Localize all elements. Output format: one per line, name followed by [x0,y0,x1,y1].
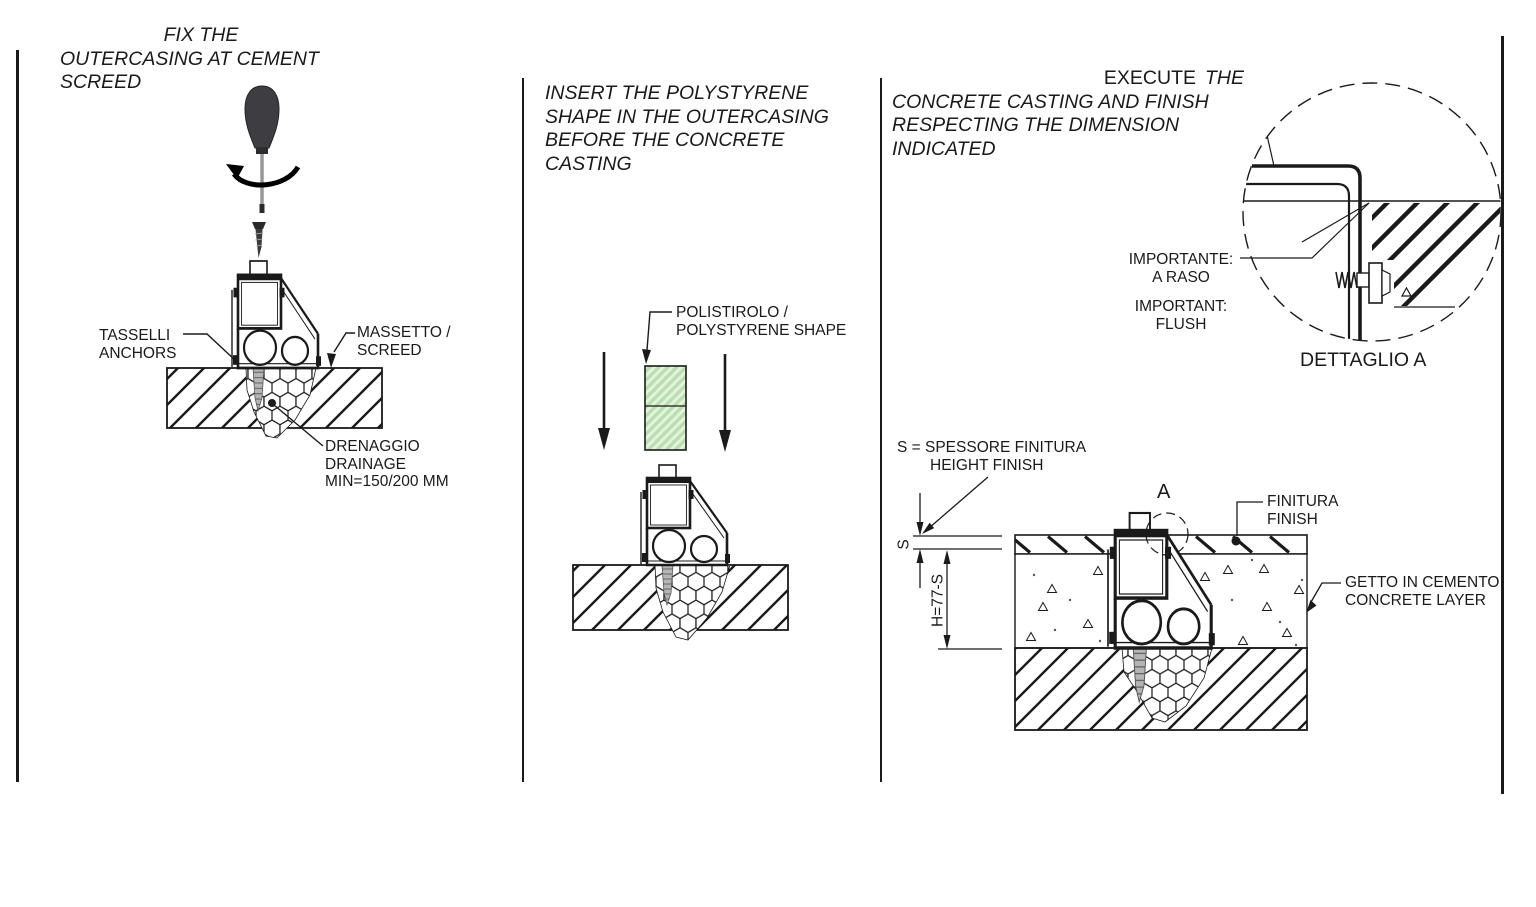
panel3-title-word2: THE [1205,67,1244,89]
sheet-right-border [1501,36,1504,794]
detail-screw-icon [1335,262,1391,304]
panel3-title-word1: EXECUTE [1103,67,1196,89]
polystyrene-block [644,365,687,451]
label-polystyrene: POLISTIROLO / POLYSTYRENE SHAPE [676,304,847,339]
panel-divider-2 [880,78,882,782]
label-screed: MASSETTO / SCREED [357,324,451,359]
flush-leader [1240,202,1370,259]
panel2-drawing [572,311,789,641]
panel1-title-line3: SCREED [60,71,142,93]
label-drainage: DRENAGGIO DRAINAGE MIN=150/200 MM [325,438,449,490]
detail-a-view [1240,82,1502,342]
drainage-gravel-1 [245,367,317,439]
panel1-title: FIX THE OUTERCASING AT CEMENT SCREED [60,24,342,95]
label-getto: GETTO IN CEMENTO CONCRETE LAYER [1345,574,1500,609]
panel1-leader-lines [183,332,355,447]
finitura-leader [1231,501,1263,546]
dimension-s [913,493,1002,588]
drainage-gravel-2 [654,564,731,641]
panel2-title: INSERT THE POLYSTYRENE SHAPE IN THE OUTE… [545,82,829,175]
dim-label-s: S [895,539,913,550]
screwdriver-icon [244,85,280,213]
concrete-triangle-marker [1400,286,1413,297]
label-finitura: FINITURA FINISH [1267,493,1339,528]
panel1-title-line2: OUTERCASING AT CEMENT [60,47,319,70]
rotate-arrow-icon [226,164,301,188]
detail-title: DETTAGLIO A [1300,349,1427,371]
label-spessore: S = SPESSORE FINITURA HEIGHT FINISH [897,439,1087,474]
insert-arrow-right [719,354,731,452]
polystyrene-leader [646,311,672,351]
label-importante: IMPORTANTE: A RASO [1128,251,1234,286]
getto-leader [1306,582,1341,613]
detail-marker-a: A [1157,481,1171,503]
detail-a-marker-circle [1145,512,1189,556]
concrete-texture [1025,563,1305,645]
panel1-drawing [166,85,383,447]
drain-unit-1 [230,259,323,370]
insert-arrow-left [598,352,610,450]
panel-divider-1 [522,78,524,782]
panel3-title-line1: EXECUTE THE [892,67,1244,91]
cross-section [913,476,1341,731]
spessore-leader [922,476,989,534]
concrete-dots [1032,558,1304,647]
sheet-left-border [16,50,19,782]
drainage-leader-dot [268,399,276,407]
label-anchors: TASSELLI ANCHORS [99,327,177,362]
screed-leader-arrow [327,353,336,368]
detail-hatch-wedge [1372,203,1500,306]
screw-icon [252,222,266,258]
dim-label-h: H=77-S [929,574,947,627]
dimension-h [938,550,1002,650]
drain-unit-2 [639,463,732,567]
label-important: IMPORTANT: FLUSH [1134,298,1228,333]
panel1-title-line1: FIX THE [163,24,239,46]
polystyrene-leader-arrow [642,349,651,364]
